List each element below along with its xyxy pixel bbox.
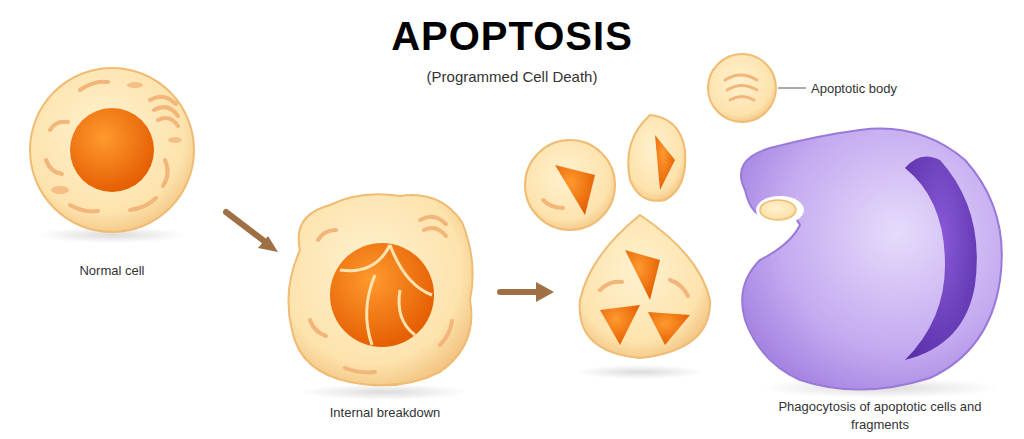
leader-line <box>778 88 806 89</box>
cell-label: Normal cell <box>79 262 144 280</box>
dying-cell <box>288 194 472 385</box>
diagram-title: APOPTOSIS <box>391 14 633 59</box>
normal-cell <box>30 68 194 232</box>
phagocyte <box>741 129 1002 390</box>
callout-label: Apoptotic body <box>811 80 897 98</box>
subtitle: (Programmed Cell Death) <box>427 68 598 85</box>
cell-label: Internal breakdown <box>330 404 441 422</box>
cell-label: Phagocytosis of apoptotic cells and frag… <box>765 398 995 433</box>
